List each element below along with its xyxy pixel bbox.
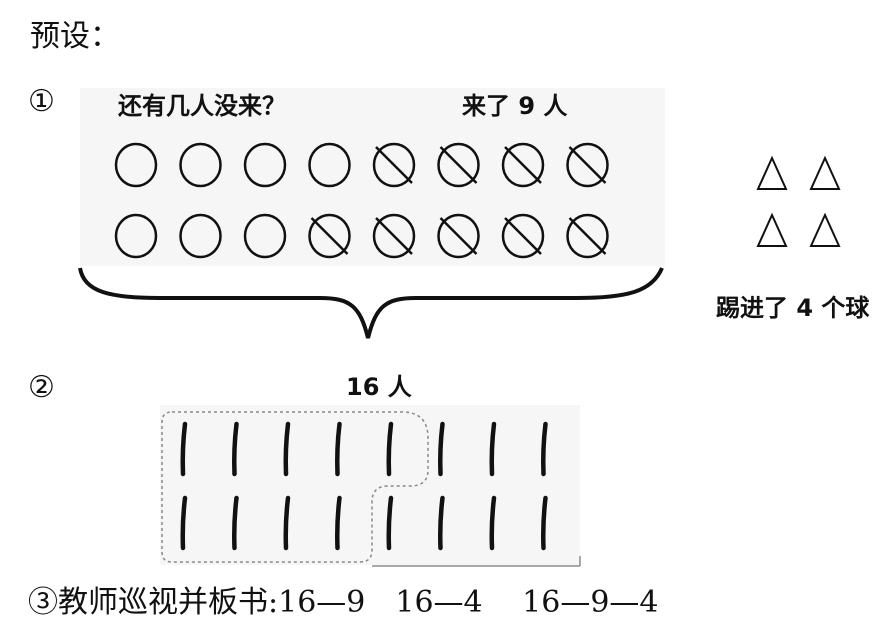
crossed-circle xyxy=(566,213,609,259)
tally-stick xyxy=(489,495,497,551)
crossed-circle xyxy=(437,142,480,188)
tally-stick xyxy=(180,421,188,477)
tally-stick xyxy=(541,421,548,477)
tally-stick xyxy=(335,495,342,551)
kicked-label: 踢进了 4 个球 xyxy=(716,294,870,322)
tally-stick xyxy=(438,495,445,551)
crossed-circle xyxy=(501,142,545,188)
question-label: 还有几人没来？ xyxy=(118,92,286,120)
crossed-circle xyxy=(437,213,480,259)
tally-stick xyxy=(489,421,497,477)
tally-stick xyxy=(541,495,548,551)
section2-panel xyxy=(160,405,580,565)
empty-circle xyxy=(179,213,222,259)
empty-circle xyxy=(179,142,222,188)
tally-stick xyxy=(283,421,291,477)
crossed-circle xyxy=(566,142,609,188)
tally-stick xyxy=(438,421,445,477)
tally-stick xyxy=(232,421,239,477)
tally-stick xyxy=(386,495,394,551)
total-label: 16 人 xyxy=(346,373,412,401)
crossed-circle xyxy=(372,142,416,188)
tally-stick xyxy=(180,495,188,551)
section2-marker: ② xyxy=(28,370,55,405)
empty-circle xyxy=(114,142,158,188)
empty-circle xyxy=(243,213,287,259)
tally-stick xyxy=(232,495,239,551)
empty-circle xyxy=(114,213,158,259)
crossed-circle xyxy=(501,213,545,259)
empty-circle xyxy=(308,142,351,188)
tally-stick xyxy=(386,421,394,477)
tally-stick xyxy=(335,421,342,477)
tally-stick xyxy=(283,495,291,551)
section3-text: ③教师巡视并板书:16—9 16—4 16—9—4 xyxy=(28,585,659,620)
section1-marker: ① xyxy=(28,84,55,119)
crossed-circle xyxy=(372,213,416,259)
empty-circle xyxy=(243,142,287,188)
came-label: 来了 9 人 xyxy=(462,92,568,120)
heading: 预设： xyxy=(30,19,120,54)
crossed-circle xyxy=(308,213,351,259)
dashed-group-outline xyxy=(161,411,429,563)
